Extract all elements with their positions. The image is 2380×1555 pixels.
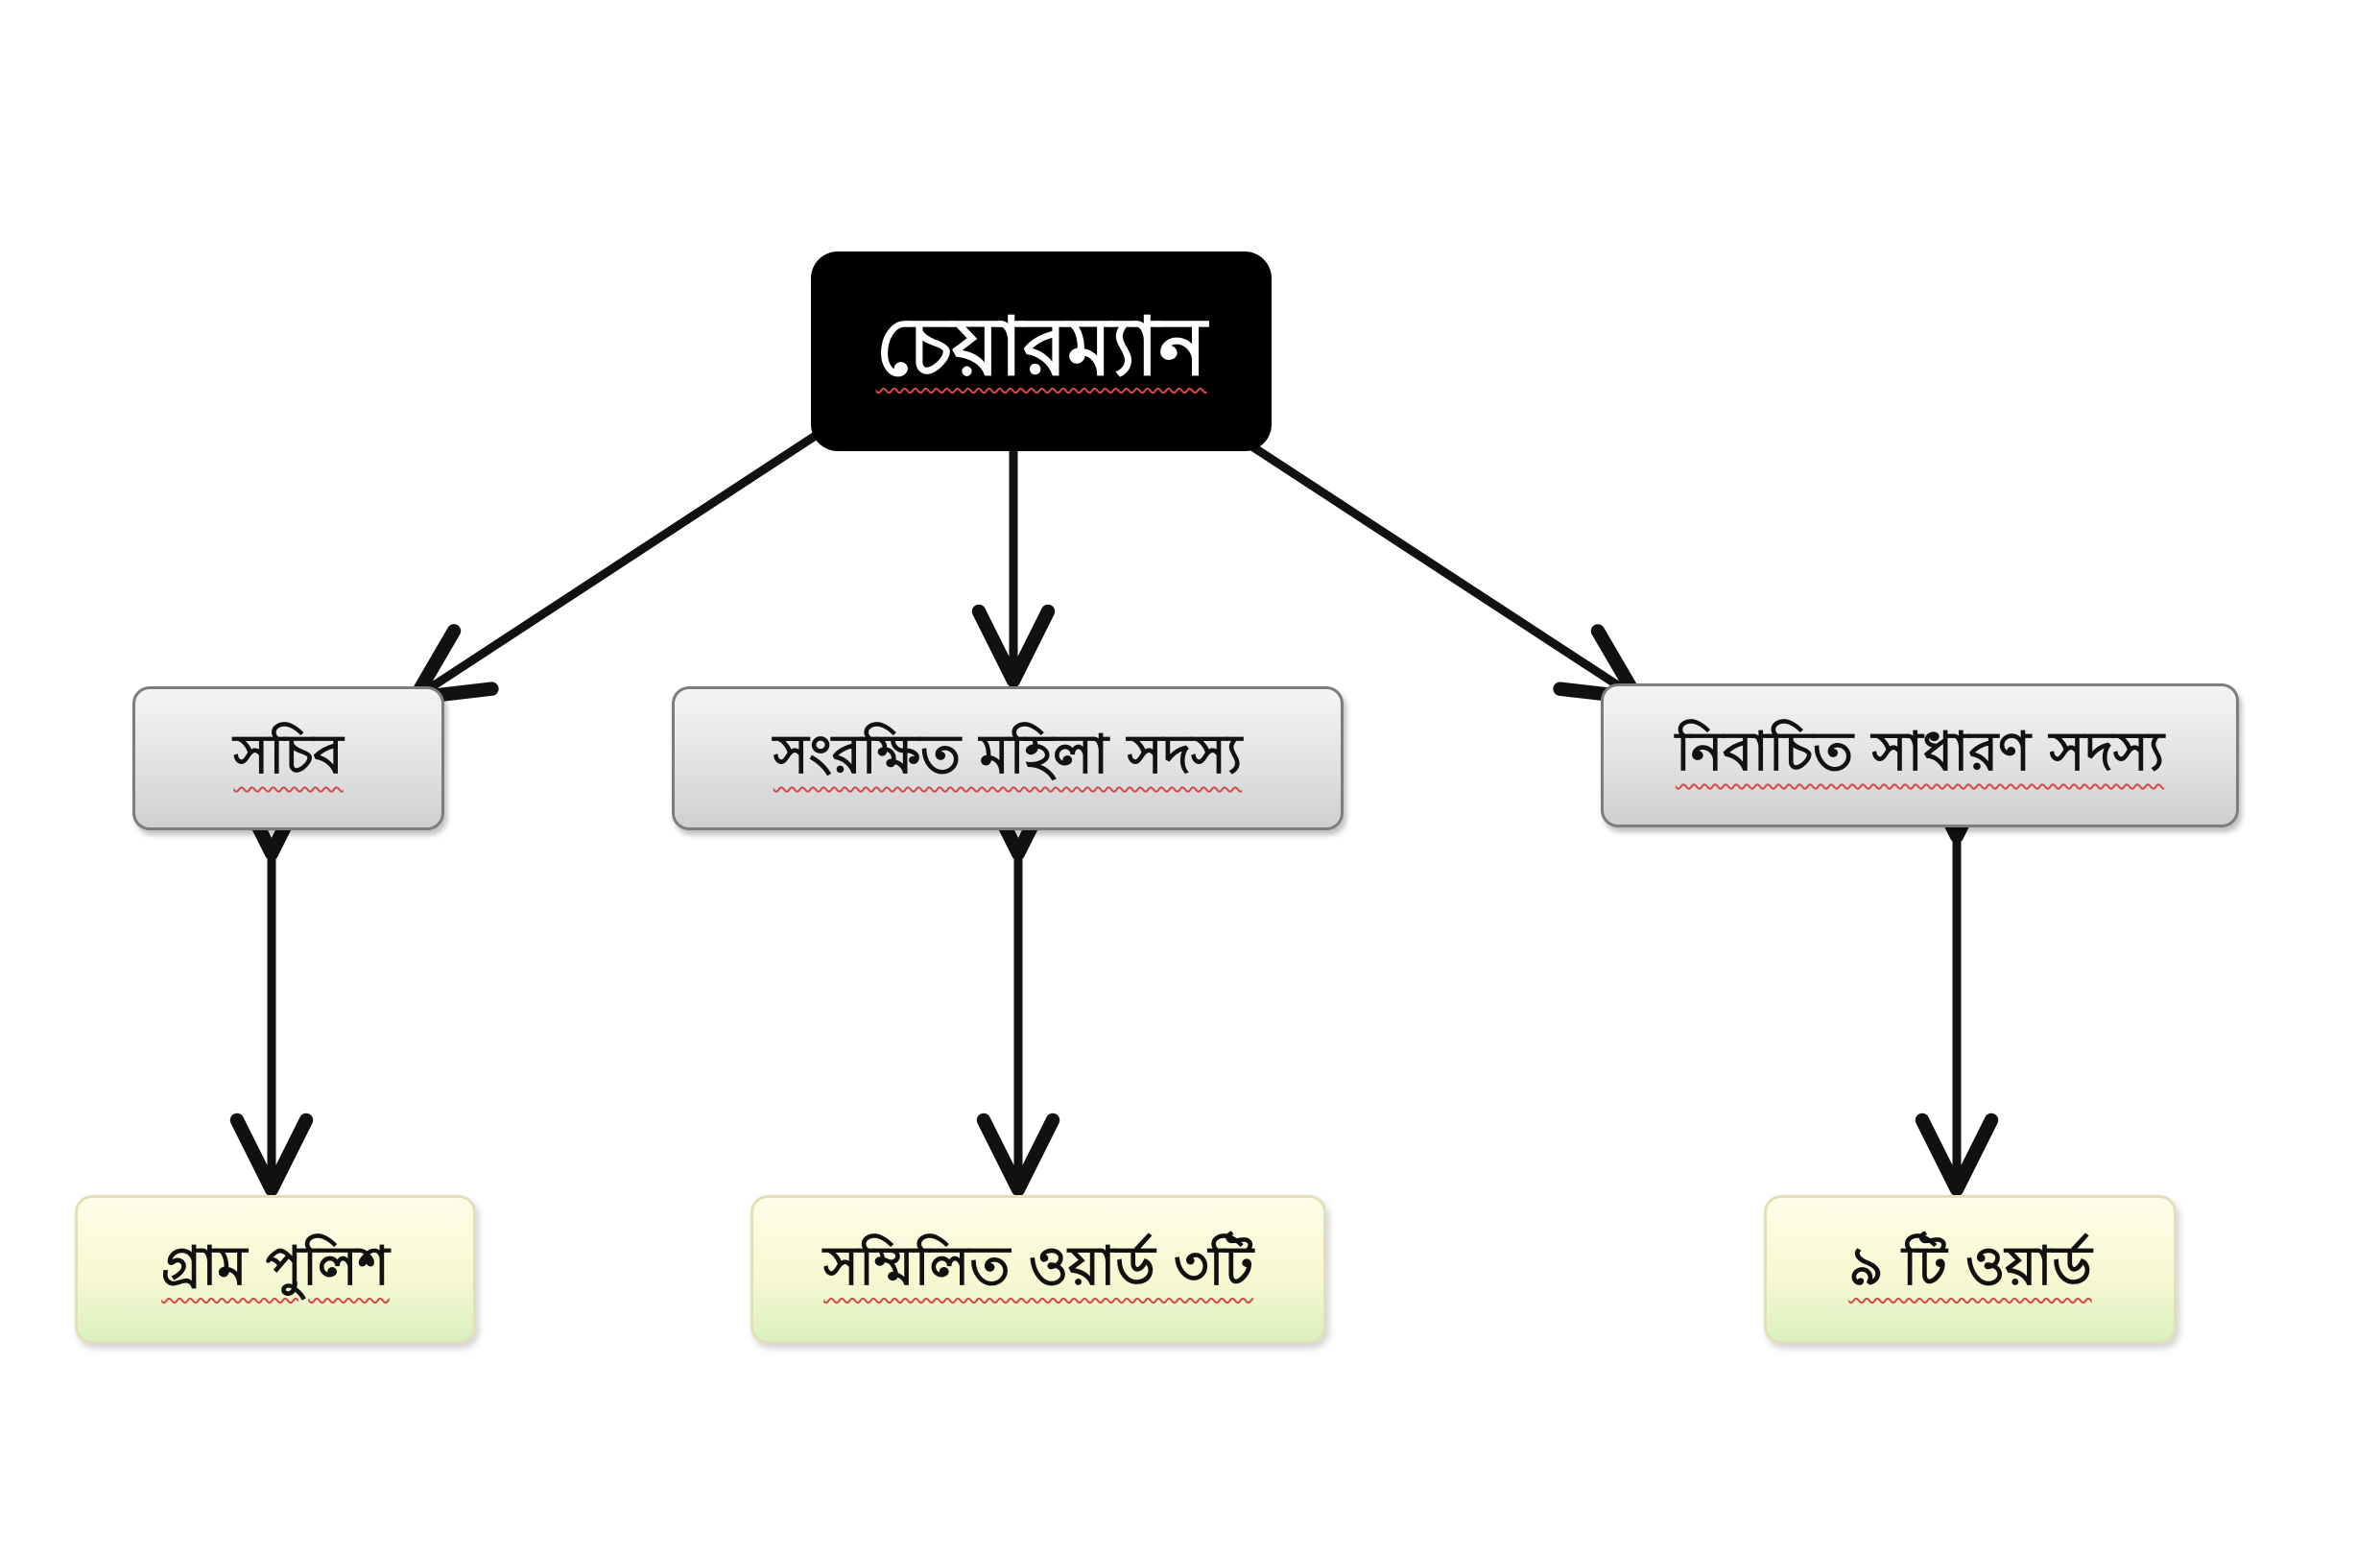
- node-nine-wards: ৯ টি ওয়ার্ড: [1764, 1195, 2177, 1344]
- node-secretary-label: সচিব: [233, 724, 344, 786]
- node-reserved-women-members-label: সংরক্ষিত মহিলা সদস্য: [773, 724, 1243, 786]
- node-elected-general-members-label: নিবাচিত সাধারণ সদস্য: [1675, 721, 2165, 783]
- node-elected-general-members: নিবাচিত সাধারণ সদস্য: [1601, 683, 2239, 827]
- node-reserved-women-members: সংরক্ষিত মহিলা সদস্য: [672, 686, 1344, 830]
- arrow-root-to-secretary: [408, 432, 819, 706]
- node-combined-wards-label: সম্মিলিত ওয়ার্ড ৩টি: [823, 1234, 1253, 1298]
- node-combined-wards: সম্মিলিত ওয়ার্ড ৩টি: [750, 1195, 1326, 1344]
- node-village-police: গ্রাম পুলিশ: [75, 1195, 476, 1344]
- node-chairman-label: চেয়ারম্যান: [875, 299, 1207, 394]
- node-secretary: সচিব: [132, 686, 444, 830]
- node-chairman: চেয়ারম্যান: [811, 251, 1272, 451]
- node-nine-wards-label: ৯ টি ওয়ার্ড: [1848, 1234, 2092, 1298]
- node-village-police-label: গ্রাম পুলিশ: [161, 1234, 390, 1298]
- arrow-root-to-general-members: [1243, 439, 1644, 706]
